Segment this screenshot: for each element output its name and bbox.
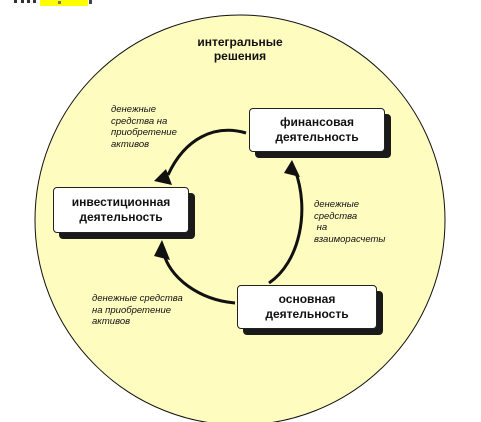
operating-activity-box: основная деятельность xyxy=(237,285,377,329)
arrowhead-investment-bottom xyxy=(154,240,170,260)
investment-activity-box: инвестиционная деятельность xyxy=(53,187,189,233)
yellow-highlight xyxy=(40,0,88,6)
highlight-dot xyxy=(58,1,61,4)
corner-highlight-mark xyxy=(0,0,100,8)
flow-arc-financial-to-investment xyxy=(166,128,247,176)
arrowhead-investment-top xyxy=(154,169,172,185)
integral-solutions-title: интегральные решения xyxy=(197,35,283,63)
arrowhead-financial-bottom xyxy=(284,160,300,177)
dotted-mark xyxy=(14,0,36,6)
flow-label-settlements: денежные средства на взаиморасчеты xyxy=(314,199,386,245)
mark-end xyxy=(89,0,92,4)
flow-label-asset-purchase-top: денежные средства на приобретение активо… xyxy=(111,104,177,150)
flow-arc-operating-to-financial xyxy=(268,169,304,285)
flow-label-asset-purchase-bottom: денежные средства на приобретение активо… xyxy=(92,293,183,327)
financial-activity-box: финансовая деятельность xyxy=(249,108,385,152)
